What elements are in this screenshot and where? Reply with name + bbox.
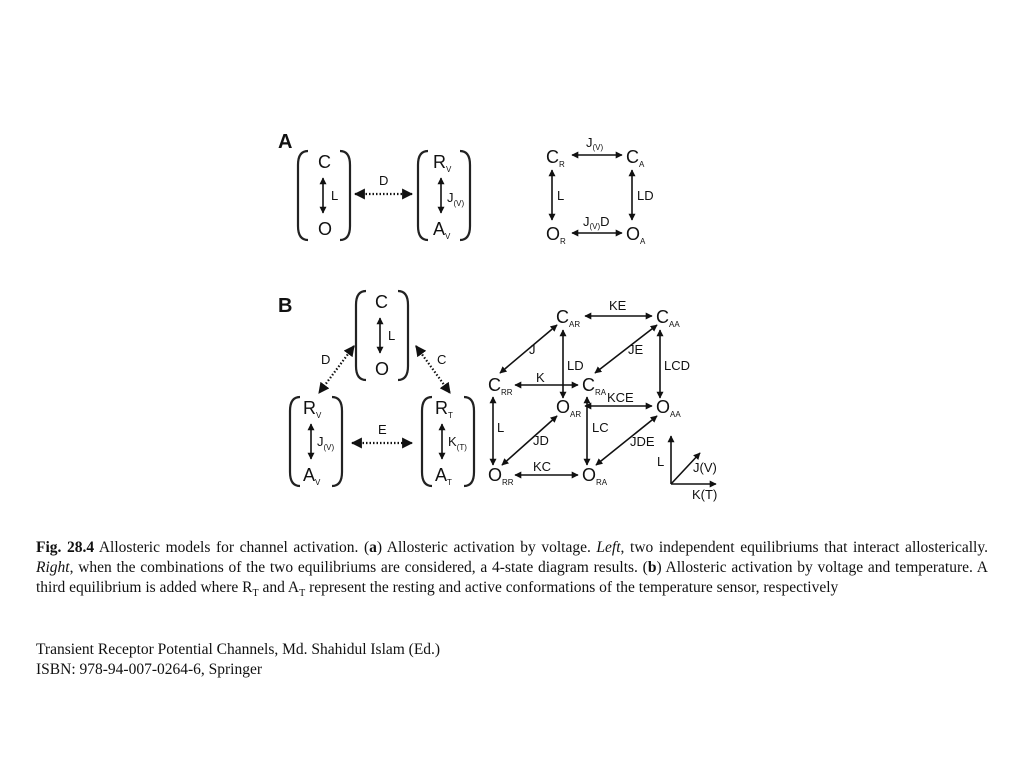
label-right-ld: LD	[637, 188, 654, 203]
state-c-aa: CAA	[656, 307, 680, 329]
source-book-title: Transient Receptor Potential Channels, M…	[36, 641, 441, 658]
label-lc: LC	[592, 420, 609, 435]
allosteric-model-diagram: A C O L D RV AV J(V) CR CA OR OA J(V) L …	[278, 131, 717, 502]
state-av: AV	[303, 465, 321, 487]
label-bottom-jvd: J(V)D	[583, 214, 610, 231]
panel-b-cube: CAR CAA CRR CRA OAR OAA ORR ORA KE J LD …	[488, 298, 690, 487]
panel-b-left-box: RV AV J(V)	[288, 395, 344, 488]
label-left-l: L	[557, 188, 564, 203]
panel-a-label: A	[278, 131, 292, 153]
axis-label-l: L	[657, 454, 664, 469]
state-c-ar: CAR	[556, 307, 580, 329]
panel-b-label: B	[278, 295, 292, 317]
state-cr: CR	[546, 147, 565, 169]
axis-diagonal-arrow	[670, 452, 701, 485]
state-c: C	[375, 292, 388, 312]
state-c-ra: CRA	[582, 375, 607, 397]
label-k: K	[536, 370, 545, 385]
edge-jd-arrow	[501, 415, 558, 466]
label-jde: JDE	[630, 434, 655, 449]
state-av: AV	[433, 219, 451, 241]
label-l: L	[388, 328, 395, 343]
state-rv: RV	[433, 152, 452, 174]
label-l: L	[497, 420, 504, 435]
label-ld: LD	[567, 358, 584, 373]
label-c: C	[437, 352, 446, 367]
label-d: D	[321, 352, 330, 367]
label-top-jv: J(V)	[586, 135, 604, 152]
label-kt: K(T)	[448, 434, 467, 452]
label-jv: J(V)	[447, 190, 465, 208]
figure-label: Fig. 28.4	[36, 539, 95, 556]
label-j: J	[529, 342, 536, 357]
edge-j-arrow	[499, 324, 558, 374]
state-o: O	[318, 219, 332, 239]
label-e: E	[378, 422, 387, 437]
state-o-ar: OAR	[556, 397, 581, 419]
state-c-rr: CRR	[488, 375, 513, 397]
state-ca: CA	[626, 147, 645, 169]
state-o-rr: ORR	[488, 465, 514, 487]
edge-je-arrow	[594, 324, 658, 374]
state-or: OR	[546, 224, 566, 246]
link-c-arrow	[415, 345, 451, 394]
label-l: L	[331, 188, 338, 203]
axis-label-kt: K(T)	[692, 487, 717, 502]
state-oa: OA	[626, 224, 646, 246]
label-kce: KCE	[607, 390, 634, 405]
figure-caption: Fig. 28.4 Allosteric models for channel …	[36, 539, 988, 600]
label-jv: J(V)	[317, 434, 335, 452]
panel-a-left-box: C O L	[296, 149, 352, 242]
label-kc: KC	[533, 459, 551, 474]
source-citation: Transient Receptor Potential Channels, M…	[36, 640, 440, 680]
state-rt: RT	[435, 398, 453, 420]
source-isbn: ISBN: 978-94-007-0264-6, Springer	[36, 661, 263, 678]
state-at: AT	[435, 465, 452, 487]
state-o-aa: OAA	[656, 397, 681, 419]
panel-b-top-box: C O L	[354, 289, 410, 382]
state-o: O	[375, 359, 389, 379]
panel-a-four-state-square: CR CA OR OA J(V) L LD J(V)D	[546, 135, 654, 246]
label-ke: KE	[609, 298, 627, 313]
label-jd: JD	[533, 433, 549, 448]
axis-label-jv: J(V)	[693, 460, 717, 475]
edge-jde-arrow	[595, 415, 658, 466]
label-d: D	[379, 173, 388, 188]
link-d-arrow	[318, 345, 355, 394]
state-o-ra: ORA	[582, 465, 608, 487]
label-lcd: LCD	[664, 358, 690, 373]
axes-indicator: L J(V) K(T)	[657, 435, 717, 502]
state-c: C	[318, 152, 331, 172]
state-rv: RV	[303, 398, 322, 420]
panel-b-right-box: RT AT K(T)	[420, 395, 476, 488]
panel-a-right-box: RV AV J(V)	[416, 149, 472, 242]
label-je: JE	[628, 342, 644, 357]
